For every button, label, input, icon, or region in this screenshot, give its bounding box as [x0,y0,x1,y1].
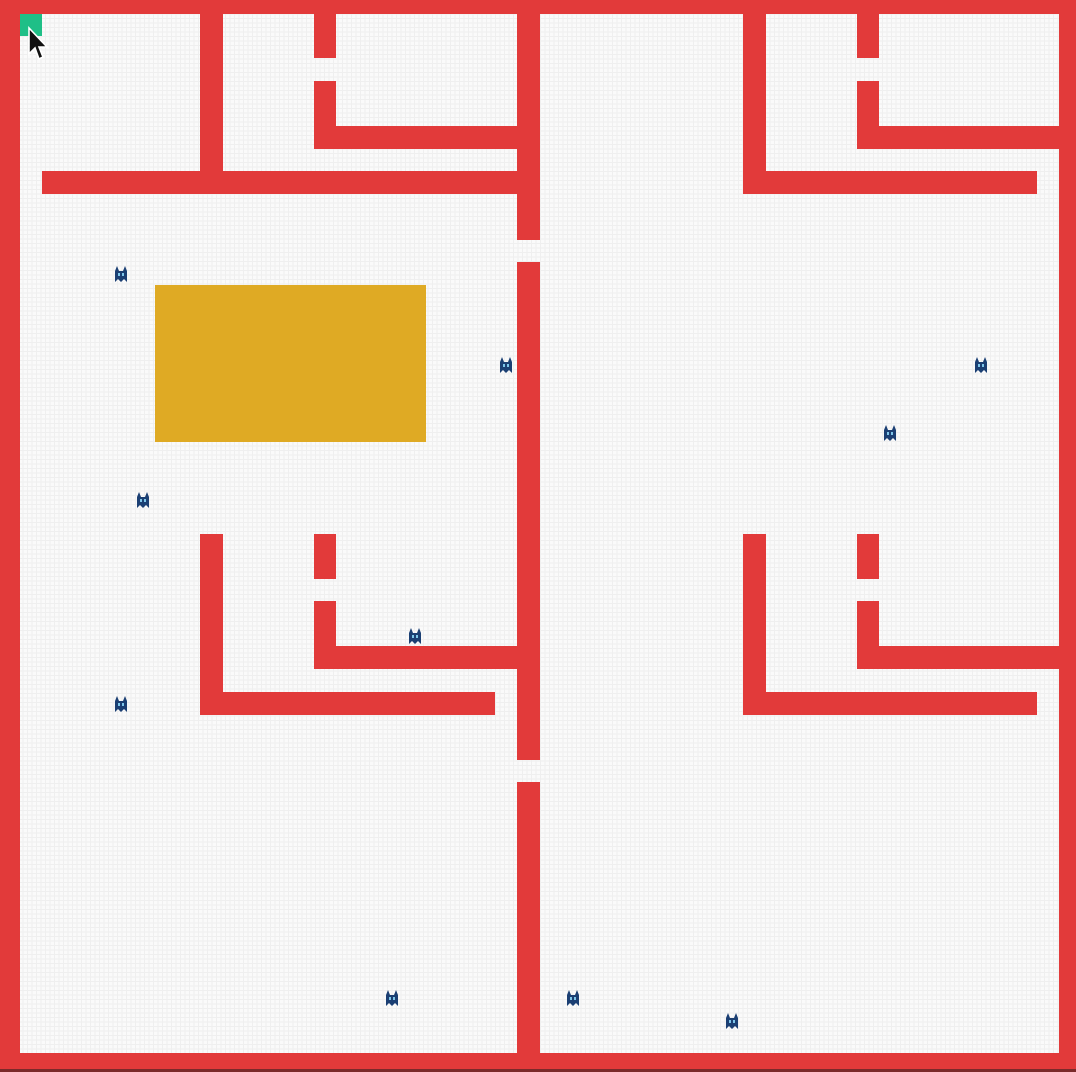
mouse-pointer-icon [28,26,49,61]
ghost-enemy-icon [567,990,579,1006]
ghost-enemy-icon [884,425,896,441]
ghost-enemy-icon [115,266,127,282]
goal-block[interactable] [155,285,426,442]
ghost-enemy-icon [975,357,987,373]
wall-tl-horizontal [42,171,517,194]
wall-tl-stub [314,0,336,58]
center-wall-middle [517,262,540,760]
ghost-enemy-icon [386,990,398,1006]
ghost-enemy-icon [500,357,512,373]
wall-tr-l-horizontal [857,126,1059,149]
wall-bl-stub [314,534,336,579]
player-square-icon[interactable] [20,14,42,36]
wall-tr-vertical [743,0,766,194]
wall-tr-stub [857,0,879,58]
wall-br-stub [857,534,879,579]
center-wall-bottom [517,782,540,1069]
wall-br-l-horizontal [857,646,1059,669]
wall-br-vertical [743,534,766,715]
ghost-enemy-icon [115,696,127,712]
wall-bl-l-horizontal [314,646,517,669]
ghost-enemy-icon [409,628,421,644]
wall-tl-vertical [200,0,223,194]
wall-tl-l-horizontal [314,126,517,149]
wall-tr-horizontal [743,171,1037,194]
wall-br-horizontal [743,692,1037,715]
outer-wall-left [0,0,20,1069]
wall-bl-horizontal [200,692,495,715]
center-wall-top [517,0,540,240]
ghost-enemy-icon [137,492,149,508]
ghost-enemy-icon [726,1013,738,1029]
bottom-edge [0,1069,1076,1072]
wall-bl-vertical [200,534,223,715]
outer-wall-right [1059,0,1076,1069]
